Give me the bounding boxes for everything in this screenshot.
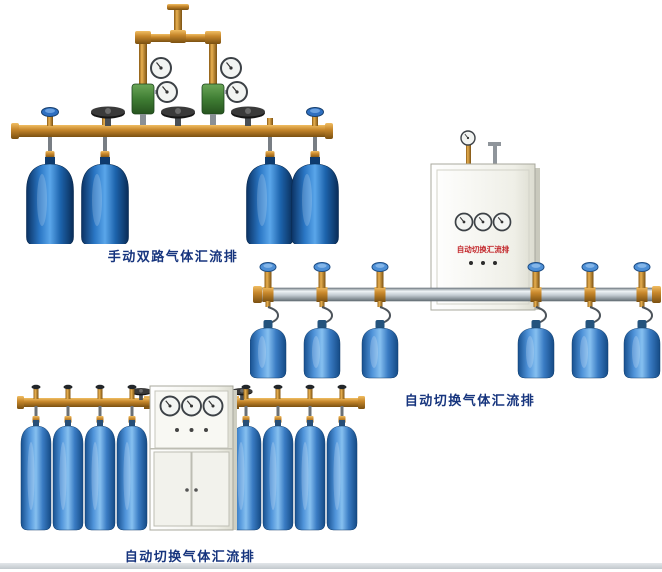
auto-switch-manifold-2-drawing: [17, 380, 365, 531]
pressure-gauge-icon: [226, 81, 248, 103]
gas-cylinder: [27, 137, 74, 244]
cabinet-top-fittings: [460, 130, 501, 164]
pressure-gauge-icon: [181, 395, 202, 417]
product-caption-auto-switch-2: 自动切换气体汇流排: [124, 549, 256, 564]
valve-handwheel-icon: [161, 106, 195, 126]
product-caption-auto-switch-1: 自动切换气体汇流排: [404, 393, 536, 408]
pressure-gauge-icon: [159, 395, 181, 417]
pressure-gauge-icon: [492, 212, 512, 232]
valve-handwheel-icon: [91, 106, 125, 126]
gas-cylinder: [624, 263, 660, 379]
gas-cylinder: [250, 263, 286, 379]
valve-handwheel-icon: [231, 106, 265, 126]
pressure-gauge-icon: [220, 57, 242, 79]
cabinet-door-left: [153, 451, 192, 527]
pressure-gauge-icon: [156, 81, 178, 103]
valve-blue-cap-icon: [306, 107, 324, 127]
header-pipe-assembly: [135, 4, 221, 84]
product-auto-switch-manifold-2: 自动切换气体汇流排: [14, 380, 366, 565]
regulator-station-right: [201, 57, 248, 127]
regulator-station-left: [131, 57, 178, 127]
pressure-gauge-icon: [150, 57, 172, 79]
bottom-divider: [0, 563, 662, 569]
pressure-gauge-icon: [460, 130, 476, 146]
pressure-gauge-icon: [202, 395, 224, 417]
gas-cylinder: [572, 263, 608, 379]
pressure-gauge-icon: [454, 212, 474, 232]
product-caption-manual-dual: 手动双路气体汇流排: [107, 249, 239, 264]
control-cabinet: [149, 385, 237, 531]
manifold-pipe: [253, 286, 661, 303]
valve-blue-cap-icon: [41, 107, 59, 127]
gas-cylinder: [304, 263, 340, 379]
manual-dual-manifold-drawing: [11, 4, 340, 244]
manifold-pipe-right: [233, 396, 365, 409]
gas-cylinder: [362, 263, 398, 379]
pressure-gauge-icon: [473, 212, 493, 232]
product-manual-dual-manifold: 手动双路气体汇流排: [6, 4, 340, 265]
door-handle-icon: [194, 488, 198, 492]
auto-switch-manifold-drawing: 自动切换汇流排: [250, 130, 661, 388]
door-handle-icon: [185, 488, 189, 492]
control-cabinet: 自动切换汇流排: [430, 163, 540, 311]
manifold-pipe-left: [17, 396, 150, 409]
product-auto-switch-manifold: 自动切换汇流排 自动切换气体汇流排: [250, 130, 662, 409]
gas-cylinder: [82, 137, 129, 244]
cabinet-label: 自动切换汇流排: [457, 244, 510, 254]
cabinet-door-right: [191, 451, 230, 527]
